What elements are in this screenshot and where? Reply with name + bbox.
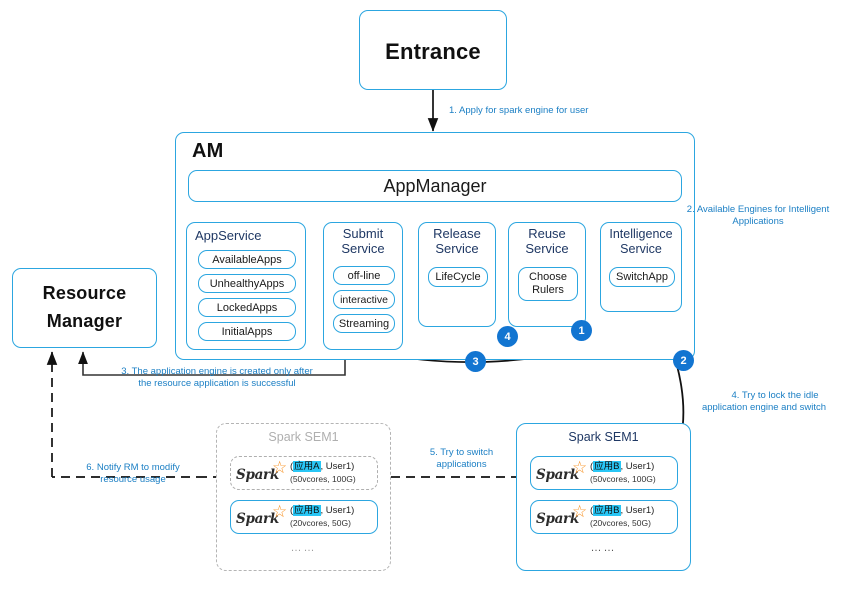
submit-service-box: Submit Service off-line interactive Stre… [323,222,403,350]
submit-service-item-offline[interactable]: off-line [333,266,395,285]
sem-left-app-1-title: (应用A, User1) [290,461,355,473]
spark-logo-icon: Spark ☆ [236,458,290,488]
appservice-item-unhealthyapps[interactable]: UnhealthyApps [198,274,296,293]
release-service-title-line1: Release [433,226,481,241]
spark-wordmark: Spark [536,467,579,483]
submit-service-title-line2: Service [341,241,385,256]
resource-manager-box[interactable]: Resource Manager [12,268,157,348]
note-step-2-line2: Applications [732,216,784,227]
sem-right-app-1[interactable]: Spark ☆ (应用B, User1) (50vcores, 100G) [530,456,678,490]
sem-right-app-2-user: User1 [625,505,652,517]
spark-wordmark: Spark [236,511,279,527]
sem-left-app-1-res: (50vcores, 100G) [290,474,356,485]
appservice-item-lockedapps[interactable]: LockedApps [198,298,296,317]
sem-right-app-2-title: (应用B, User1) [590,505,655,517]
sem-left-app-2-title: (应用B, User1) [290,505,355,517]
intelligence-service-item-switchapp[interactable]: SwitchApp [609,267,675,287]
release-service-title-line2: Service [435,241,479,256]
resource-manager-line2: Manager [46,311,123,331]
note-step-4-line2: application engine and switch [701,402,827,413]
appservice-item-initialapps[interactable]: InitialApps [198,322,296,341]
note-step-5-line2: applications [436,459,487,470]
sem-right-ellipsis: …… [590,542,617,554]
release-service-box: Release Service LifeCycle [418,222,496,327]
step-badge-3: 3 [466,352,485,371]
step-badge-2: 2 [674,351,693,370]
submit-service-item-interactive[interactable]: interactive [333,290,395,309]
sem-right-app-2-res: (20vcores, 50G) [590,518,651,529]
sem-right-app-1-title: (应用B, User1) [590,461,655,473]
reuse-service-item-chooserulers[interactable]: Choose Rulers [518,267,578,301]
reuse-service-box: Reuse Service Choose Rulers [508,222,586,327]
appmanager-label: AppManager [383,176,487,196]
step-badge-4: 4 [498,327,517,346]
intelligence-service-title-line1: Intelligence [609,227,673,241]
sem-right-app-2[interactable]: Spark ☆ (应用B, User1) (20vcores, 50G) [530,500,678,534]
sem-left-app-2[interactable]: Spark ☆ (应用B, User1) (20vcores, 50G) [230,500,378,534]
note-step-6-line2: resource usage [100,474,166,485]
reuse-service-title-line1: Reuse [528,226,566,241]
sem-left-container: Spark SEM1 Spark ☆ (应用A, User1) (50vcore… [216,423,391,571]
reuse-service-title-line2: Service [525,241,569,256]
sem-right-title: Spark SEM1 [568,430,639,444]
resource-manager-line1: Resource [42,283,127,303]
spark-logo-icon: Spark ☆ [236,502,290,532]
am-title: AM [192,140,224,162]
entrance-box[interactable]: Entrance [359,10,507,90]
step-badge-1: 1 [572,321,591,340]
sem-right-container: Spark SEM1 Spark ☆ (应用B, User1) (50vcore… [516,423,691,571]
appservice-title: AppService [195,228,262,243]
spark-star-icon: ☆ [572,502,588,521]
sem-left-app-1[interactable]: Spark ☆ (应用A, User1) (50vcores, 100G) [230,456,378,490]
sem-left-app-2-res: (20vcores, 50G) [290,518,351,529]
submit-service-title-line1: Submit [342,226,384,241]
note-step-2-line1: 2. Available Engines for Intelligent [686,204,830,215]
note-step-4-line1: 4. Try to lock the idle [731,390,819,401]
intelligence-service-box: Intelligence Service SwitchApp [600,222,682,312]
release-service-item-lifecycle[interactable]: LifeCycle [428,267,488,287]
spark-star-icon: ☆ [272,458,288,477]
note-step-5-line1: 5. Try to switch [429,447,494,458]
submit-service-item-streaming[interactable]: Streaming [333,314,395,333]
sem-right-app-1-name: 应用B [593,461,621,473]
sem-left-ellipsis: …… [290,542,317,554]
sem-left-app-2-user: User1 [325,505,352,517]
spark-wordmark: Spark [536,511,579,527]
sem-right-app-1-user: User1 [625,461,652,473]
appservice-box: AppService AvailableApps UnhealthyApps L… [186,222,306,350]
appmanager-box[interactable]: AppManager [188,170,682,202]
intelligence-service-title-line2: Service [620,242,662,256]
sem-left-app-1-name: 应用A [293,461,321,473]
spark-wordmark: Spark [236,467,279,483]
sem-right-app-1-res: (50vcores, 100G) [590,474,656,485]
note-step-6-line1: 6. Notify RM to modify [86,462,180,473]
sem-left-title: Spark SEM1 [268,430,339,444]
spark-logo-icon: Spark ☆ [536,458,590,488]
note-step-1: 1. Apply for spark engine for user [449,105,589,116]
note-step-3-line2: the resource application is successful [138,378,296,389]
entrance-label: Entrance [385,39,481,64]
sem-left-app-1-user: User1 [325,461,352,473]
note-step-3-line1: 3. The application engine is created onl… [121,366,313,377]
spark-logo-icon: Spark ☆ [536,502,590,532]
sem-right-app-2-name: 应用B [593,505,621,517]
spark-star-icon: ☆ [572,458,588,477]
spark-star-icon: ☆ [272,502,288,521]
sem-left-app-2-name: 应用B [293,505,321,517]
appservice-item-availableapps[interactable]: AvailableApps [198,250,296,269]
